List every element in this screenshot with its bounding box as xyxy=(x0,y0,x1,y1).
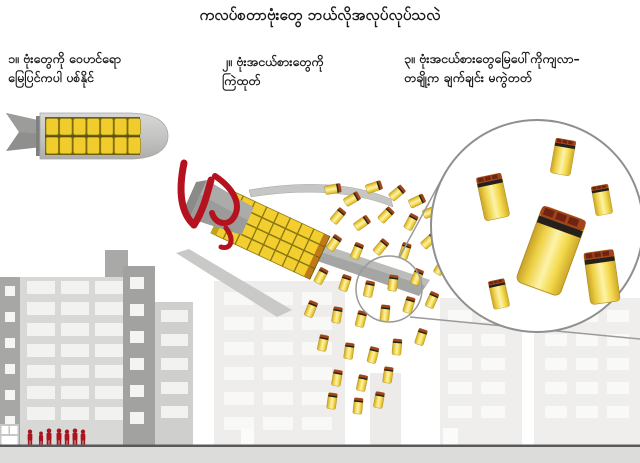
storefront xyxy=(0,424,19,446)
step-1-label: ၁။ ဗုံးတွေကို ဝေဟင်ရော မြေပြင်ကပါ ပစ်နို… xyxy=(8,51,122,86)
step-3-label: ၃။ ဗုံးအငယ်စားတွေမြေပေါ်ကိုကျလာ– တချို့က… xyxy=(404,51,580,86)
step-2-label: ၂။ ဗုံးအငယ်စားတွေကို ကြဲထုတ် xyxy=(222,54,324,89)
faint-buildings xyxy=(214,281,640,446)
left-buildings xyxy=(0,250,193,446)
casing-half-top xyxy=(248,184,394,208)
magnifier xyxy=(355,119,640,340)
casing-strip xyxy=(176,249,292,317)
parachute-ribbon xyxy=(177,159,240,251)
ground-line xyxy=(0,444,640,447)
cluster-bomb-intact xyxy=(6,112,169,160)
ground-strip xyxy=(0,447,640,463)
focus-circle xyxy=(355,255,423,323)
page-title: ကလပ်စတာဗုံးတွေ ဘယ်လိုအလုပ်လုပ်သလဲ xyxy=(199,6,441,24)
